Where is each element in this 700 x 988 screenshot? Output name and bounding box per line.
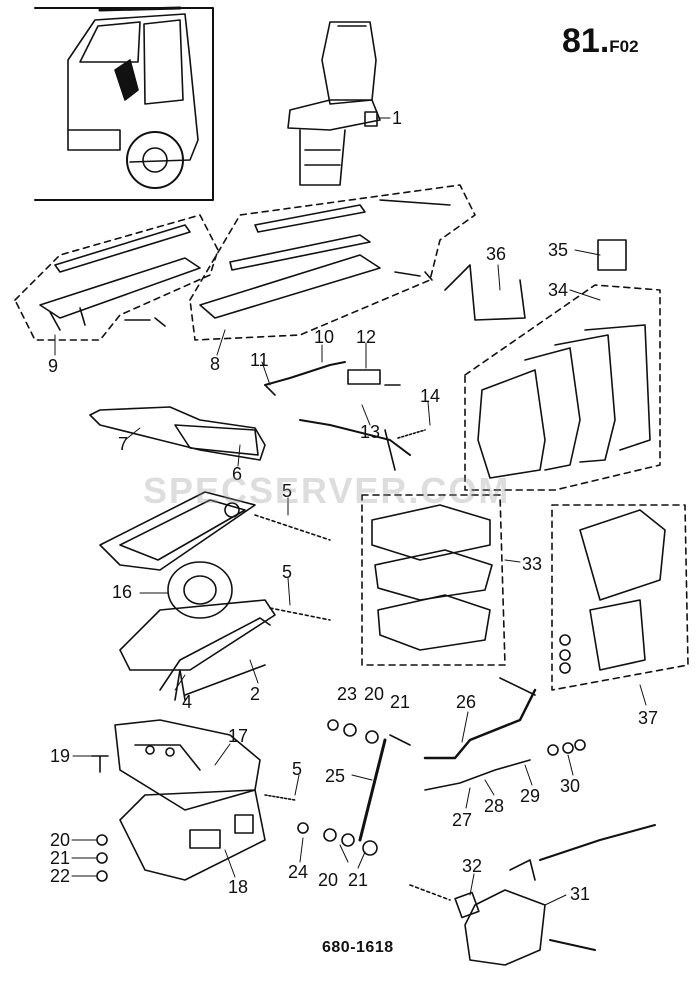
callout-32: 32 bbox=[462, 856, 482, 876]
callout-22: 22 bbox=[50, 866, 70, 886]
seat-rails-left bbox=[14, 214, 219, 341]
callout-37: 37 bbox=[638, 708, 658, 728]
truck-cab-inset bbox=[34, 6, 214, 201]
callout-30: 30 bbox=[560, 776, 580, 796]
callout-10: 10 bbox=[314, 327, 334, 347]
callout-36: 36 bbox=[486, 244, 506, 264]
callout-23: 23 bbox=[337, 684, 357, 704]
callout-31: 31 bbox=[570, 884, 590, 904]
height-valve bbox=[409, 824, 656, 966]
callout-13: 13 bbox=[360, 422, 380, 442]
seat-rails-right bbox=[189, 184, 476, 341]
callout-14: 14 bbox=[420, 386, 440, 406]
tilt-linkage bbox=[423, 677, 586, 791]
callout-25: 25 bbox=[325, 766, 345, 786]
callout-24: 24 bbox=[288, 862, 308, 882]
callout-29: 29 bbox=[520, 786, 540, 806]
callout-5-b: 5 bbox=[282, 562, 292, 582]
mechanism-37 bbox=[551, 504, 689, 691]
callout-21-lower: 21 bbox=[348, 870, 368, 890]
seat-base bbox=[114, 719, 296, 881]
callout-labels: 1 2 4 5 5 5 6 7 8 9 10 11 12 13 14 16 17… bbox=[48, 108, 658, 904]
callout-2: 2 bbox=[250, 684, 260, 704]
page-code-main: 81. bbox=[562, 22, 610, 60]
watermark: SPECSERVER.COM bbox=[143, 470, 511, 511]
adjustment-levers bbox=[264, 361, 426, 471]
callout-21-upper: 21 bbox=[390, 692, 410, 712]
callout-20-left: 20 bbox=[50, 830, 70, 850]
washer-stack-left bbox=[91, 755, 109, 882]
callout-35: 35 bbox=[548, 240, 568, 260]
callout-5-a: 5 bbox=[282, 481, 292, 501]
gas-spring bbox=[297, 719, 411, 856]
seat-frame bbox=[99, 491, 331, 571]
callout-18: 18 bbox=[228, 877, 248, 897]
callout-20-lower: 20 bbox=[318, 870, 338, 890]
air-spring-assembly bbox=[119, 561, 331, 701]
callout-12: 12 bbox=[356, 327, 376, 347]
callout-7: 7 bbox=[118, 434, 128, 454]
callout-34: 34 bbox=[548, 280, 568, 300]
backrest-assembly bbox=[444, 239, 661, 491]
callout-8: 8 bbox=[210, 354, 220, 374]
callout-26: 26 bbox=[456, 692, 476, 712]
callout-6: 6 bbox=[232, 464, 242, 484]
callout-21-left: 21 bbox=[50, 848, 70, 868]
page-code-suffix: F02 bbox=[609, 37, 639, 56]
callout-27: 27 bbox=[452, 810, 472, 830]
callout-28: 28 bbox=[484, 796, 504, 816]
drawing-number: 680-1618 bbox=[322, 939, 394, 956]
callout-1: 1 bbox=[392, 108, 402, 128]
callout-16: 16 bbox=[112, 582, 132, 602]
callout-11: 11 bbox=[250, 350, 269, 370]
callout-4: 4 bbox=[182, 692, 192, 712]
callout-19: 19 bbox=[50, 746, 70, 766]
page-code: 81.F02 bbox=[562, 22, 639, 61]
callout-20-upper: 20 bbox=[364, 684, 384, 704]
seat-assembly bbox=[287, 21, 381, 186]
callout-17: 17 bbox=[228, 726, 248, 746]
leader-lines bbox=[54, 117, 647, 906]
callout-5-c: 5 bbox=[292, 759, 302, 779]
seat-cushion bbox=[361, 494, 506, 666]
callout-33: 33 bbox=[522, 554, 542, 574]
tilt-bracket bbox=[89, 406, 266, 461]
callout-9: 9 bbox=[48, 356, 58, 376]
